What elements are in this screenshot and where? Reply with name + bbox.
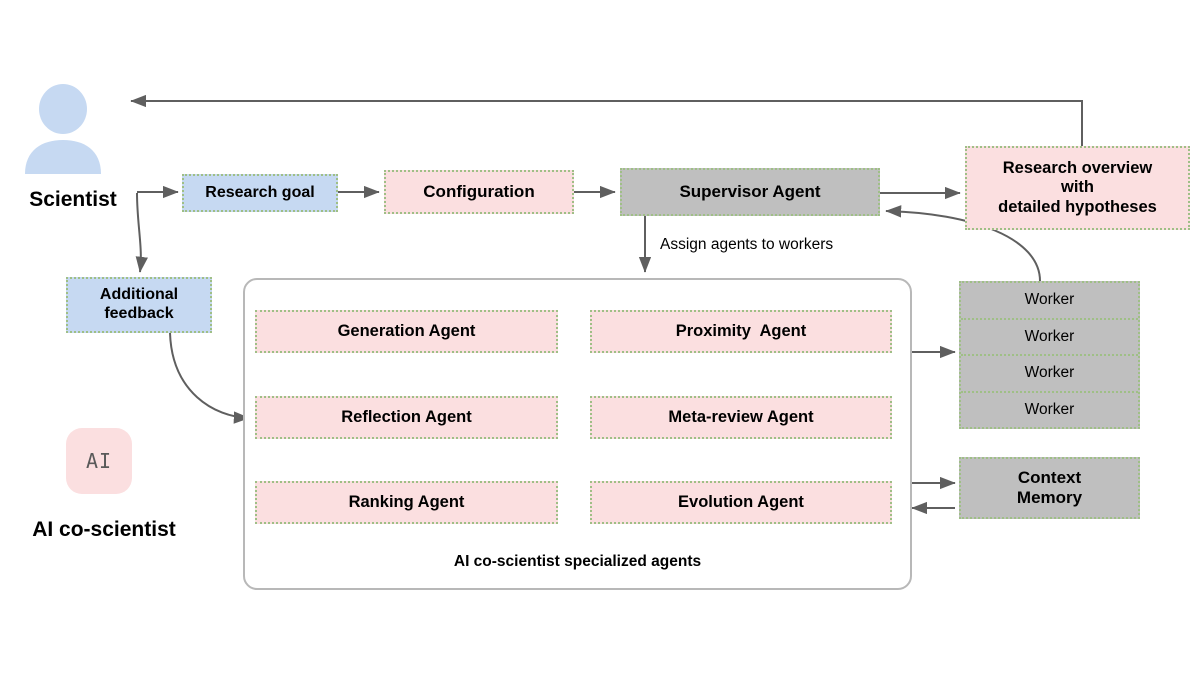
- context-memory-line-1: Context: [1017, 467, 1082, 487]
- feedback-line-2: feedback: [104, 305, 174, 322]
- ai-co-scientist-label: AI co-scientist: [32, 518, 176, 541]
- agent-proximity[interactable]: Proximity Agent: [590, 310, 892, 353]
- node-context-memory[interactable]: Context Memory: [959, 457, 1140, 519]
- node-research-goal[interactable]: Research goal: [182, 174, 338, 212]
- ai-logo: AI: [66, 428, 132, 494]
- agent-meta-review[interactable]: Meta-review Agent: [590, 396, 892, 439]
- wire-overview-to-scientist: [130, 94, 1083, 146]
- node-supervisor-agent[interactable]: Supervisor Agent: [620, 168, 880, 216]
- agent-ranking[interactable]: Ranking Agent: [255, 481, 558, 524]
- node-research-overview[interactable]: Research overview with detailed hypothes…: [965, 146, 1190, 230]
- worker-row[interactable]: Worker: [961, 320, 1138, 356]
- agents-panel-caption: AI co-scientist specialized agents: [453, 553, 702, 570]
- worker-stack[interactable]: Worker Worker Worker Worker: [959, 281, 1140, 429]
- overview-line-2: with: [1060, 178, 1094, 197]
- agent-generation[interactable]: Generation Agent: [255, 310, 558, 353]
- overview-line-1: Research overview: [1002, 158, 1153, 177]
- scientist-label: Scientist: [29, 188, 117, 211]
- worker-row[interactable]: Worker: [961, 283, 1138, 320]
- agent-reflection[interactable]: Reflection Agent: [255, 396, 558, 439]
- node-additional-feedback[interactable]: Additional feedback: [66, 277, 212, 333]
- worker-row[interactable]: Worker: [961, 356, 1138, 393]
- context-memory-line-2: Memory: [1016, 488, 1083, 507]
- assign-agents-label: Assign agents to workers: [660, 236, 834, 253]
- feedback-line-1: Additional: [99, 286, 179, 304]
- worker-row[interactable]: Worker: [1024, 400, 1075, 418]
- node-configuration[interactable]: Configuration: [384, 170, 574, 214]
- overview-line-3: detailed hypotheses: [998, 197, 1157, 216]
- person-icon: [25, 84, 101, 174]
- wire-feedback-to-reflection: [169, 332, 250, 424]
- agent-evolution[interactable]: Evolution Agent: [590, 481, 892, 524]
